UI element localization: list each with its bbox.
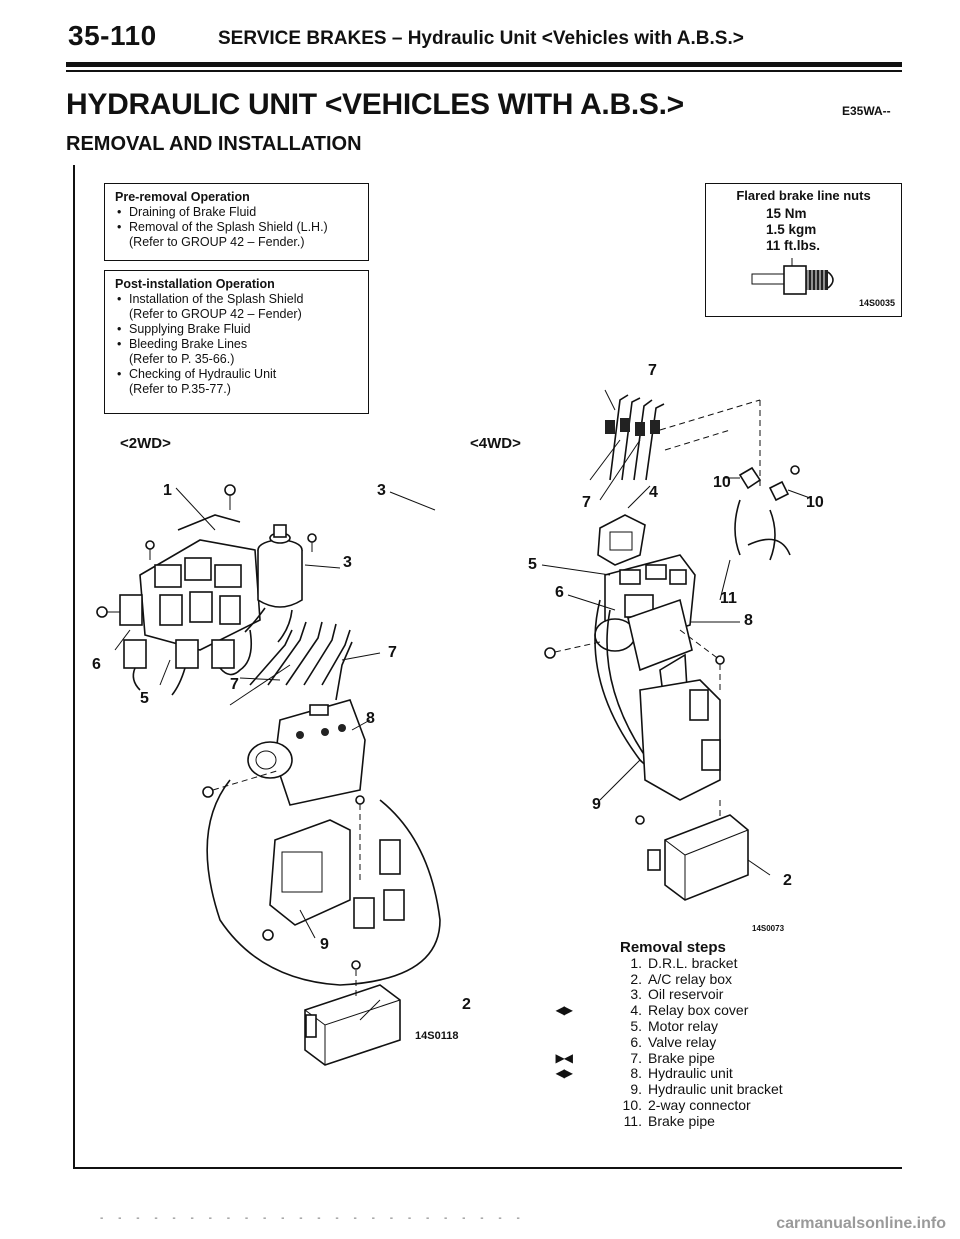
service-point-mark: ◀▶ <box>555 1003 573 1018</box>
section-header: SERVICE BRAKES – Hydraulic Unit <Vehicle… <box>218 28 744 49</box>
torque-spec-box: Flared brake line nuts 15 Nm 1.5 kgm 11 … <box>705 183 902 317</box>
callout-number: 4 <box>649 484 658 501</box>
connectors-4wd <box>719 465 800 601</box>
list-item: 10.2-way connector <box>622 1096 751 1113</box>
relay-box-2wd <box>96 484 261 696</box>
figure-code: 14S0035 <box>858 298 895 308</box>
hydraulic-unit-2wd <box>202 699 366 806</box>
brake-pipes-4wd <box>589 394 761 501</box>
pre-removal-list: Draining of Brake Fluid Removal of the S… <box>115 205 360 250</box>
list-item: 2.A/C relay box <box>630 970 733 987</box>
callout-number: 7 <box>648 362 657 379</box>
reference-note: (Refer to GROUP 42 – Fender) <box>129 307 302 321</box>
callout-number: 11 <box>720 590 737 607</box>
brake-pipes-2wd <box>229 621 353 706</box>
callout-number: 9 <box>320 936 329 953</box>
page-subtitle: REMOVAL AND INSTALLATION <box>66 133 362 155</box>
callout-number: 7 <box>388 644 397 661</box>
callout-number: 6 <box>92 656 101 673</box>
variant-2wd-label: <2WD> <box>120 435 171 452</box>
callout-number: 8 <box>744 612 753 629</box>
list-item: Removal of the Splash Shield (L.H.)(Refe… <box>115 220 360 250</box>
list-item: 3.Oil reservoir <box>630 986 724 1003</box>
callout-number: 5 <box>140 690 149 707</box>
list-item: ◀▶8.Hydraulic unit <box>556 1065 783 1082</box>
torque-spec-title: Flared brake line nuts <box>736 188 871 203</box>
drl-bracket-2wd <box>304 960 401 1066</box>
removal-steps-list: 1.D.R.L. bracket 2.A/C relay box 3.Oil r… <box>556 954 783 1130</box>
list-item: Draining of Brake Fluid <box>115 205 360 220</box>
pre-removal-title: Pre-removal Operation <box>115 190 250 204</box>
service-point-mark: ▶◀ <box>555 1050 573 1065</box>
removal-steps-title: Removal steps <box>620 939 726 956</box>
figure-code: 14S0073 <box>752 924 785 933</box>
list-item: Bleeding Brake Lines(Refer to P. 35-66.) <box>115 337 360 367</box>
callout-number: 9 <box>592 796 601 813</box>
callout-number: 10 <box>713 474 731 491</box>
list-item: Supplying Brake Fluid <box>115 322 360 337</box>
pre-removal-box: Pre-removal Operation Draining of Brake … <box>104 183 369 261</box>
reference-note: (Refer to P. 35-66.) <box>129 352 235 366</box>
list-item: 6.Valve relay <box>630 1033 717 1050</box>
callout-number: 3 <box>343 554 352 571</box>
list-item: 11.Brake pipe <box>623 1112 715 1129</box>
list-item: Checking of Hydraulic Unit(Refer to P.35… <box>115 367 360 397</box>
callout-number: 3 <box>377 482 386 499</box>
drl-bracket-4wd <box>635 800 749 901</box>
list-item: ◀▶4.Relay box cover <box>556 1002 783 1019</box>
callout-number: 2 <box>462 996 471 1013</box>
callout-leaders <box>114 389 811 1021</box>
section-code: E35WA-- <box>842 104 891 118</box>
list-item: ▶◀7.Brake pipe <box>556 1050 783 1067</box>
flare-nut-icon <box>751 258 834 295</box>
header-rule-thin <box>66 70 902 72</box>
callout-number: 2 <box>783 872 792 889</box>
header-rule <box>66 62 902 67</box>
hydraulic-unit-bracket-2wd <box>206 779 441 986</box>
watermark: carmanualsonline.info <box>776 1215 946 1232</box>
reference-note: (Refer to GROUP 42 – Fender.) <box>129 235 305 249</box>
list-item: Installation of the Splash Shield(Refer … <box>115 292 360 322</box>
figure-code: 14S0118 <box>415 1030 459 1042</box>
page-number: 35-110 <box>68 20 157 51</box>
page-title: HYDRAULIC UNIT <VEHICLES WITH A.B.S.> <box>66 88 684 121</box>
reference-note: (Refer to P.35-77.) <box>129 382 231 396</box>
hydraulic-unit-bracket-4wd <box>639 629 725 801</box>
torque-value-kgm: 1.5 kgm <box>766 222 817 237</box>
callout-number: 7 <box>230 676 239 693</box>
frame-bottom-rule <box>73 1167 902 1169</box>
hydraulic-unit-4wd <box>544 598 701 791</box>
callout-number: 10 <box>806 494 824 511</box>
post-installation-box: Post-installation Operation Installation… <box>104 270 369 414</box>
post-installation-title: Post-installation Operation <box>115 277 275 291</box>
frame-left-rule <box>73 165 75 1167</box>
list-item: 5.Motor relay <box>630 1017 719 1034</box>
service-point-mark: ◀▶ <box>555 1066 573 1081</box>
list-item: 1.D.R.L. bracket <box>630 954 738 971</box>
post-installation-list: Installation of the Splash Shield(Refer … <box>115 292 360 397</box>
removal-steps: Removal steps 1.D.R.L. bracket 2.A/C rel… <box>556 939 783 1130</box>
callout-number: 6 <box>555 584 564 601</box>
footer-scan-marks: - - - - - - - - - - - - - - - - - - - - … <box>100 1213 526 1224</box>
list-item: 9.Hydraulic unit bracket <box>630 1081 783 1098</box>
callout-number: 5 <box>528 556 537 573</box>
callout-number: 8 <box>366 710 375 727</box>
torque-value-nm: 15 Nm <box>766 206 807 221</box>
oil-reservoir-2wd <box>244 524 317 643</box>
torque-value-ftlbs: 11 ft.lbs. <box>766 238 821 253</box>
callout-number: 7 <box>582 494 591 511</box>
exploded-view-diagram <box>96 389 811 1066</box>
variant-4wd-label: <4WD> <box>470 435 521 452</box>
callout-number: 1 <box>163 482 172 499</box>
